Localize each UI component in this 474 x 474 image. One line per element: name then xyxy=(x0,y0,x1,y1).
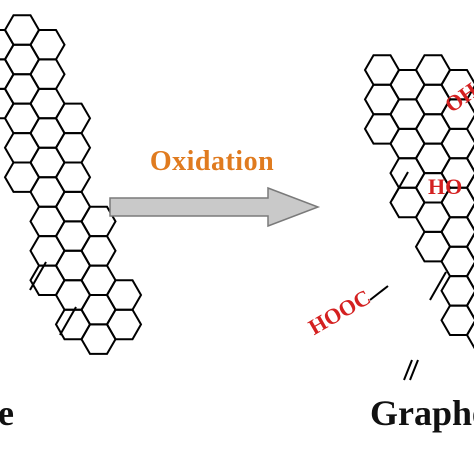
graphite-lattice xyxy=(0,14,143,355)
double-bond-line xyxy=(391,171,409,201)
double-bond-line xyxy=(409,359,419,381)
hydroxyl-group-label-2: HO xyxy=(428,174,463,199)
graphene-oxide-lattice xyxy=(363,54,474,381)
hexagon-ring xyxy=(54,132,92,164)
hexagon-ring xyxy=(465,320,474,350)
double-bond-line xyxy=(59,306,77,336)
double-bond-line xyxy=(29,261,47,291)
hexagon-ring xyxy=(105,279,143,311)
hexagon-ring xyxy=(465,203,474,232)
graphite-caption: e xyxy=(0,393,14,433)
hexagon-ring xyxy=(465,144,474,173)
hexagon-ring xyxy=(105,308,143,341)
double-bond-line xyxy=(429,271,447,301)
hexagon-ring xyxy=(465,261,474,291)
hexagon-ring xyxy=(465,291,474,320)
hexagon-ring xyxy=(54,102,92,135)
hexagon-ring xyxy=(54,161,92,193)
reaction-arrow xyxy=(109,186,321,228)
double-bond-line xyxy=(403,359,413,381)
double-bond-line xyxy=(369,285,389,301)
arrow-label: Oxidation xyxy=(149,146,275,177)
hexagon-ring xyxy=(465,173,474,202)
graphene-oxide-caption: Graphe xyxy=(370,393,474,433)
hexagon-ring xyxy=(465,232,474,261)
